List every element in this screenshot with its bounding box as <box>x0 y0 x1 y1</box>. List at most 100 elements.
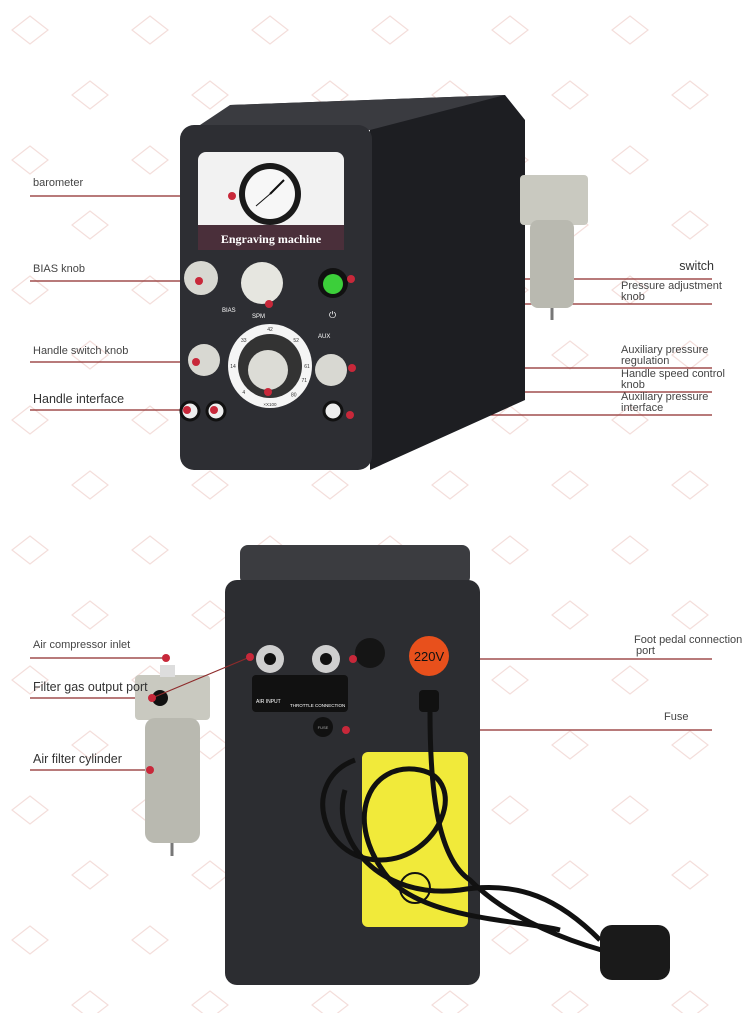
label-line-2: knob <box>621 379 645 391</box>
bottom-filter-head <box>135 675 210 720</box>
watermark-mark <box>611 15 649 45</box>
label-line-2: port <box>636 645 655 657</box>
fuse-holder[interactable] <box>313 717 333 737</box>
watermark-mark <box>11 795 49 825</box>
watermark-mark <box>131 925 169 955</box>
watermark-mark <box>251 15 289 45</box>
watermark-mark <box>71 80 109 110</box>
watermark-mark <box>551 600 589 630</box>
watermark-mark <box>11 145 49 175</box>
watermark-mark <box>671 340 709 370</box>
auxiliary-port[interactable] <box>322 400 344 422</box>
label-line-1: Pressure adjustment <box>621 280 722 292</box>
voltage-badge <box>409 636 449 676</box>
watermark-mark <box>191 990 229 1013</box>
filter-to-inlet-line <box>151 656 251 699</box>
label-air-filter-cylinder: Air filter cylinder <box>33 752 122 766</box>
air-compressor-inlet[interactable] <box>160 665 175 677</box>
watermark-mark <box>431 990 469 1013</box>
watermark-mark <box>71 990 109 1013</box>
watermark-mark <box>491 665 529 695</box>
watermark-mark <box>11 275 49 305</box>
watermark-mark <box>11 665 49 695</box>
power-icon: ⏻ <box>329 310 336 320</box>
watermark-mark <box>611 535 649 565</box>
watermark-mark <box>551 80 589 110</box>
spm-mark: SPM <box>252 314 265 320</box>
voltage-text: 220V <box>414 649 445 664</box>
top-machine-side <box>230 95 525 470</box>
label-line-1: Handle speed control <box>621 368 725 380</box>
bias-mark: BIAS <box>222 308 236 314</box>
watermark-mark <box>191 860 229 890</box>
warning-label <box>362 752 468 927</box>
dial-number: 4 <box>242 390 245 396</box>
label-air-compressor-inlet: Air compressor inlet <box>33 639 131 651</box>
marker-dots <box>146 192 357 774</box>
watermark-mark <box>671 600 709 630</box>
label-line-1: Auxiliary pressure <box>621 344 709 356</box>
auxiliary-pressure-knob[interactable] <box>315 354 347 386</box>
handle-switch-knob[interactable] <box>188 344 220 376</box>
title-strip <box>198 225 344 250</box>
watermark-mark <box>71 340 109 370</box>
watermark-mark <box>11 405 49 435</box>
bottom-machine: 220V AIR INPUT THROTTLE CONNECTION FUSE <box>135 545 670 985</box>
aux-mark: AUX <box>318 334 330 340</box>
watermark-mark <box>671 80 709 110</box>
pressure-adjustment-knob[interactable] <box>241 262 283 304</box>
label-line-2: knob <box>621 291 645 303</box>
watermark-mark <box>671 210 709 240</box>
label-bias-knob: BIAS knob <box>33 263 85 275</box>
watermark-mark <box>551 860 589 890</box>
power-plug <box>600 925 670 980</box>
watermark-mark <box>311 990 349 1013</box>
watermark-mark <box>191 80 229 110</box>
watermark-mark <box>551 990 589 1013</box>
power-switch[interactable] <box>323 274 343 294</box>
label-line-1: Auxiliary pressure <box>621 391 709 403</box>
power-cable <box>320 711 621 958</box>
watermark-mark <box>11 535 49 565</box>
throttle-mark: THROTTLE CONNECTION <box>290 703 345 708</box>
watermark-mark <box>131 535 169 565</box>
watermark-mark <box>551 340 589 370</box>
watermark-mark <box>611 665 649 695</box>
watermark-mark <box>131 405 169 435</box>
watermark-mark <box>191 470 229 500</box>
dial-number: 71 <box>302 378 308 384</box>
top-machine-top <box>200 95 505 130</box>
fuse-mark: FUSE <box>318 725 329 730</box>
panel-title: Engraving machine <box>221 232 322 246</box>
watermark-mark <box>551 730 589 760</box>
watermark-mark <box>491 535 529 565</box>
watermark-mark <box>71 860 109 890</box>
foot-pedal-port[interactable] <box>355 638 385 668</box>
dial-number: 52 <box>293 338 299 344</box>
label-barometer: barometer <box>33 177 84 189</box>
top-machine: Engraving machine BIAS SPM AUX ⏻ 4143342… <box>179 95 588 470</box>
watermark-mark <box>611 795 649 825</box>
dial-number: 80 <box>291 392 297 398</box>
handle-speed-control-knob[interactable] <box>248 350 288 390</box>
filter-gas-output-port[interactable] <box>152 690 168 706</box>
watermark-mark <box>671 470 709 500</box>
watermark-mark <box>371 15 409 45</box>
label-line-1: Foot pedal connection <box>634 634 743 646</box>
watermark-mark <box>71 210 109 240</box>
dial-number: 14 <box>230 364 236 370</box>
watermark-mark <box>491 925 529 955</box>
watermark-mark <box>11 15 49 45</box>
label-line-2: interface <box>621 402 664 414</box>
watermark-mark <box>671 730 709 760</box>
label-handle-switch-knob: Handle switch knob <box>33 345 129 357</box>
label-handle-interface: Handle interface <box>33 392 125 406</box>
dial-number: 33 <box>241 338 247 344</box>
watermark-mark <box>491 15 529 45</box>
